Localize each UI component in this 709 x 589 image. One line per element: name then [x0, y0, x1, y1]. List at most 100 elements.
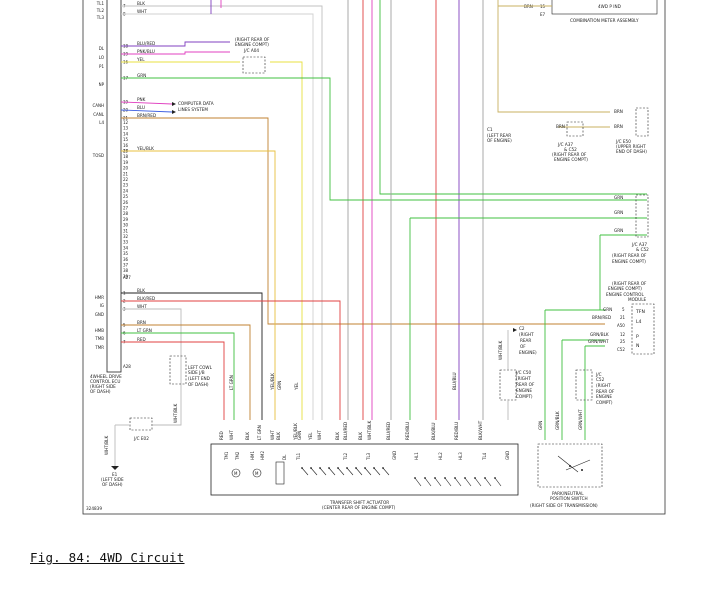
actuator-switch [319, 467, 327, 476]
switch-contact [474, 477, 476, 479]
ecu-pin-number: 27 [123, 206, 129, 211]
actuator-wire-label: BLK [335, 432, 340, 440]
svg-text:REAR: REAR [520, 338, 531, 343]
switch-contact [346, 467, 348, 469]
svg-text:J/C A04: J/C A04 [243, 48, 259, 53]
wire-color-label: YEL [136, 57, 145, 62]
ecu-pin-number: 28 [123, 211, 129, 216]
ecu-pin-number: 30 [123, 223, 129, 228]
svg-text:C2: C2 [519, 326, 525, 331]
svg-text:21: 21 [620, 315, 626, 320]
svg-text:BRN: BRN [614, 124, 623, 129]
svg-text:COMPT): COMPT) [516, 394, 533, 399]
ecu-pin-number: 19 [123, 160, 129, 165]
ecu-pin-number: 13 [123, 126, 129, 131]
ecu-pin-number: 33 [123, 240, 129, 245]
svg-text:E1: E1 [112, 472, 118, 477]
svg-text:P: P [636, 334, 639, 340]
ecu-pin-number: 38 [123, 268, 129, 273]
actuator-wire-label: BLK [276, 432, 281, 440]
actuator-title: TRANSFER SHIFT ACTUATOR [329, 500, 389, 505]
svg-text:(RIGHT SIDE OF TRANSMISSION): (RIGHT SIDE OF TRANSMISSION) [530, 503, 598, 508]
switch-contact [337, 467, 339, 469]
svg-text:COMPT): COMPT) [596, 400, 613, 405]
actuator-wire-label: LT GRN [257, 425, 262, 440]
figure-caption: Fig. 84: 4WD Circuit [30, 550, 185, 565]
actuator-signal: GND [505, 451, 510, 460]
ecu-side-label: NP [99, 82, 105, 87]
actuator-signal: HL3 [458, 452, 463, 460]
svg-text:(RIGHT: (RIGHT [596, 383, 611, 388]
ecu-pin-number: 39 [123, 274, 129, 279]
wire-color-label: BRN/RED [137, 113, 156, 118]
actuator-wire-label: WHT [229, 430, 234, 440]
svg-text:J/C A37: J/C A37 [557, 142, 573, 147]
actuator-wire-label: BLK/BLU [431, 423, 436, 440]
svg-text:SIDE J/B: SIDE J/B [188, 370, 205, 375]
svg-text:4WD P IND: 4WD P IND [598, 4, 621, 9]
actuator-wire-label: BLK [245, 432, 250, 440]
svg-text:& C52: & C52 [564, 147, 577, 152]
wire-color-label: WHT [137, 304, 147, 309]
svg-text:(CENTER REAR OF ENGINE COMPT): (CENTER REAR OF ENGINE COMPT) [322, 505, 396, 510]
svg-text:LINES SYSTEM: LINES SYSTEM [178, 107, 208, 112]
ecu-pin-number: 12 [123, 120, 129, 125]
jc-a37-right: GRN GRN GRN J/C A37 & C52 (RIGHT REAR OF… [612, 194, 649, 264]
svg-text:(RIGHT: (RIGHT [516, 376, 531, 381]
actuator-wire-label: WHT/BLK [367, 421, 372, 440]
top-wires [121, 0, 647, 420]
svg-text:J/C A37: J/C A37 [631, 242, 647, 247]
vertical-wire-labels: LT GRN YEL/BLK GRN YEL BLU/BLU GRN GRN/B… [229, 372, 583, 430]
svg-text:ENGINE CONTROL: ENGINE CONTROL [606, 292, 644, 297]
svg-text:C52: C52 [617, 347, 625, 352]
svg-text:25: 25 [620, 339, 626, 344]
svg-text:GRN: GRN [614, 228, 623, 233]
ecu-pin-number: 37 [123, 263, 129, 268]
svg-text:ENGINE COMPT): ENGINE COMPT) [554, 157, 588, 162]
svg-text:(RIGHT REAR OF: (RIGHT REAR OF [235, 37, 270, 42]
wire-color-label: BLK/RED [137, 296, 155, 301]
svg-text:5: 5 [622, 307, 625, 312]
wire-color-label: RED [137, 337, 146, 342]
svg-text:BRN: BRN [524, 4, 533, 9]
actuator-signal: HL1 [414, 452, 419, 460]
ecu-pin-number: 29 [123, 217, 129, 222]
ecu-pin-number: 24 [123, 188, 129, 193]
c2-label: C2 (RIGHT REAR OF ENGINE) [513, 326, 537, 355]
switch-contact [444, 477, 446, 479]
ecu-pin-number: 25 [123, 194, 129, 199]
ecu-pin-number: 22 [123, 177, 129, 182]
svg-text:& C52: & C52 [636, 247, 649, 252]
svg-text:YEL/BLK: YEL/BLK [270, 373, 275, 391]
actuator-signal: HM2 [260, 451, 265, 460]
wire-color-label: BLU [137, 105, 145, 110]
svg-text:J/C C50: J/C C50 [515, 370, 531, 375]
actuator-signal: TL1 [296, 452, 301, 461]
switch-contact [373, 467, 375, 469]
svg-text:N: N [636, 343, 639, 349]
svg-text:(RIGHT REAR OF: (RIGHT REAR OF [612, 253, 647, 258]
svg-text:YEL: YEL [294, 382, 299, 391]
switch-contact [364, 467, 366, 469]
ecu-label-2: CONTROL ECU [90, 379, 120, 384]
diagram-id: 324839 [86, 506, 102, 511]
svg-text:ENGINE COMPT): ENGINE COMPT) [608, 286, 642, 291]
switch-contact [301, 467, 303, 469]
svg-text:BRN/RED: BRN/RED [592, 315, 611, 320]
svg-text:END OF DASH): END OF DASH) [616, 149, 647, 154]
actuator-switch [484, 477, 492, 487]
ecu-pin-number: 18 [123, 154, 129, 159]
ecu-side-label: HMR [95, 295, 104, 300]
ecu-block: TL1TL2TL3DLLOP1NPCANHCANLL4TOSDHMRIGGNDH… [90, 0, 131, 394]
wire-color-label: PNK/BLU [137, 49, 155, 54]
actuator-signal: TM2 [235, 451, 240, 461]
ecu-pin-number: 20 [123, 166, 129, 171]
actuator-switch [454, 477, 462, 487]
svg-text:REAR OF: REAR OF [516, 382, 535, 387]
wire-color-label: LT GRN [137, 328, 152, 333]
svg-text:ENGINE: ENGINE [596, 394, 612, 399]
ecu-label-4: OF DASH) [90, 389, 111, 394]
ecu-pin-number: 21 [123, 171, 129, 176]
ecu-side-label: TOSD [92, 153, 104, 158]
